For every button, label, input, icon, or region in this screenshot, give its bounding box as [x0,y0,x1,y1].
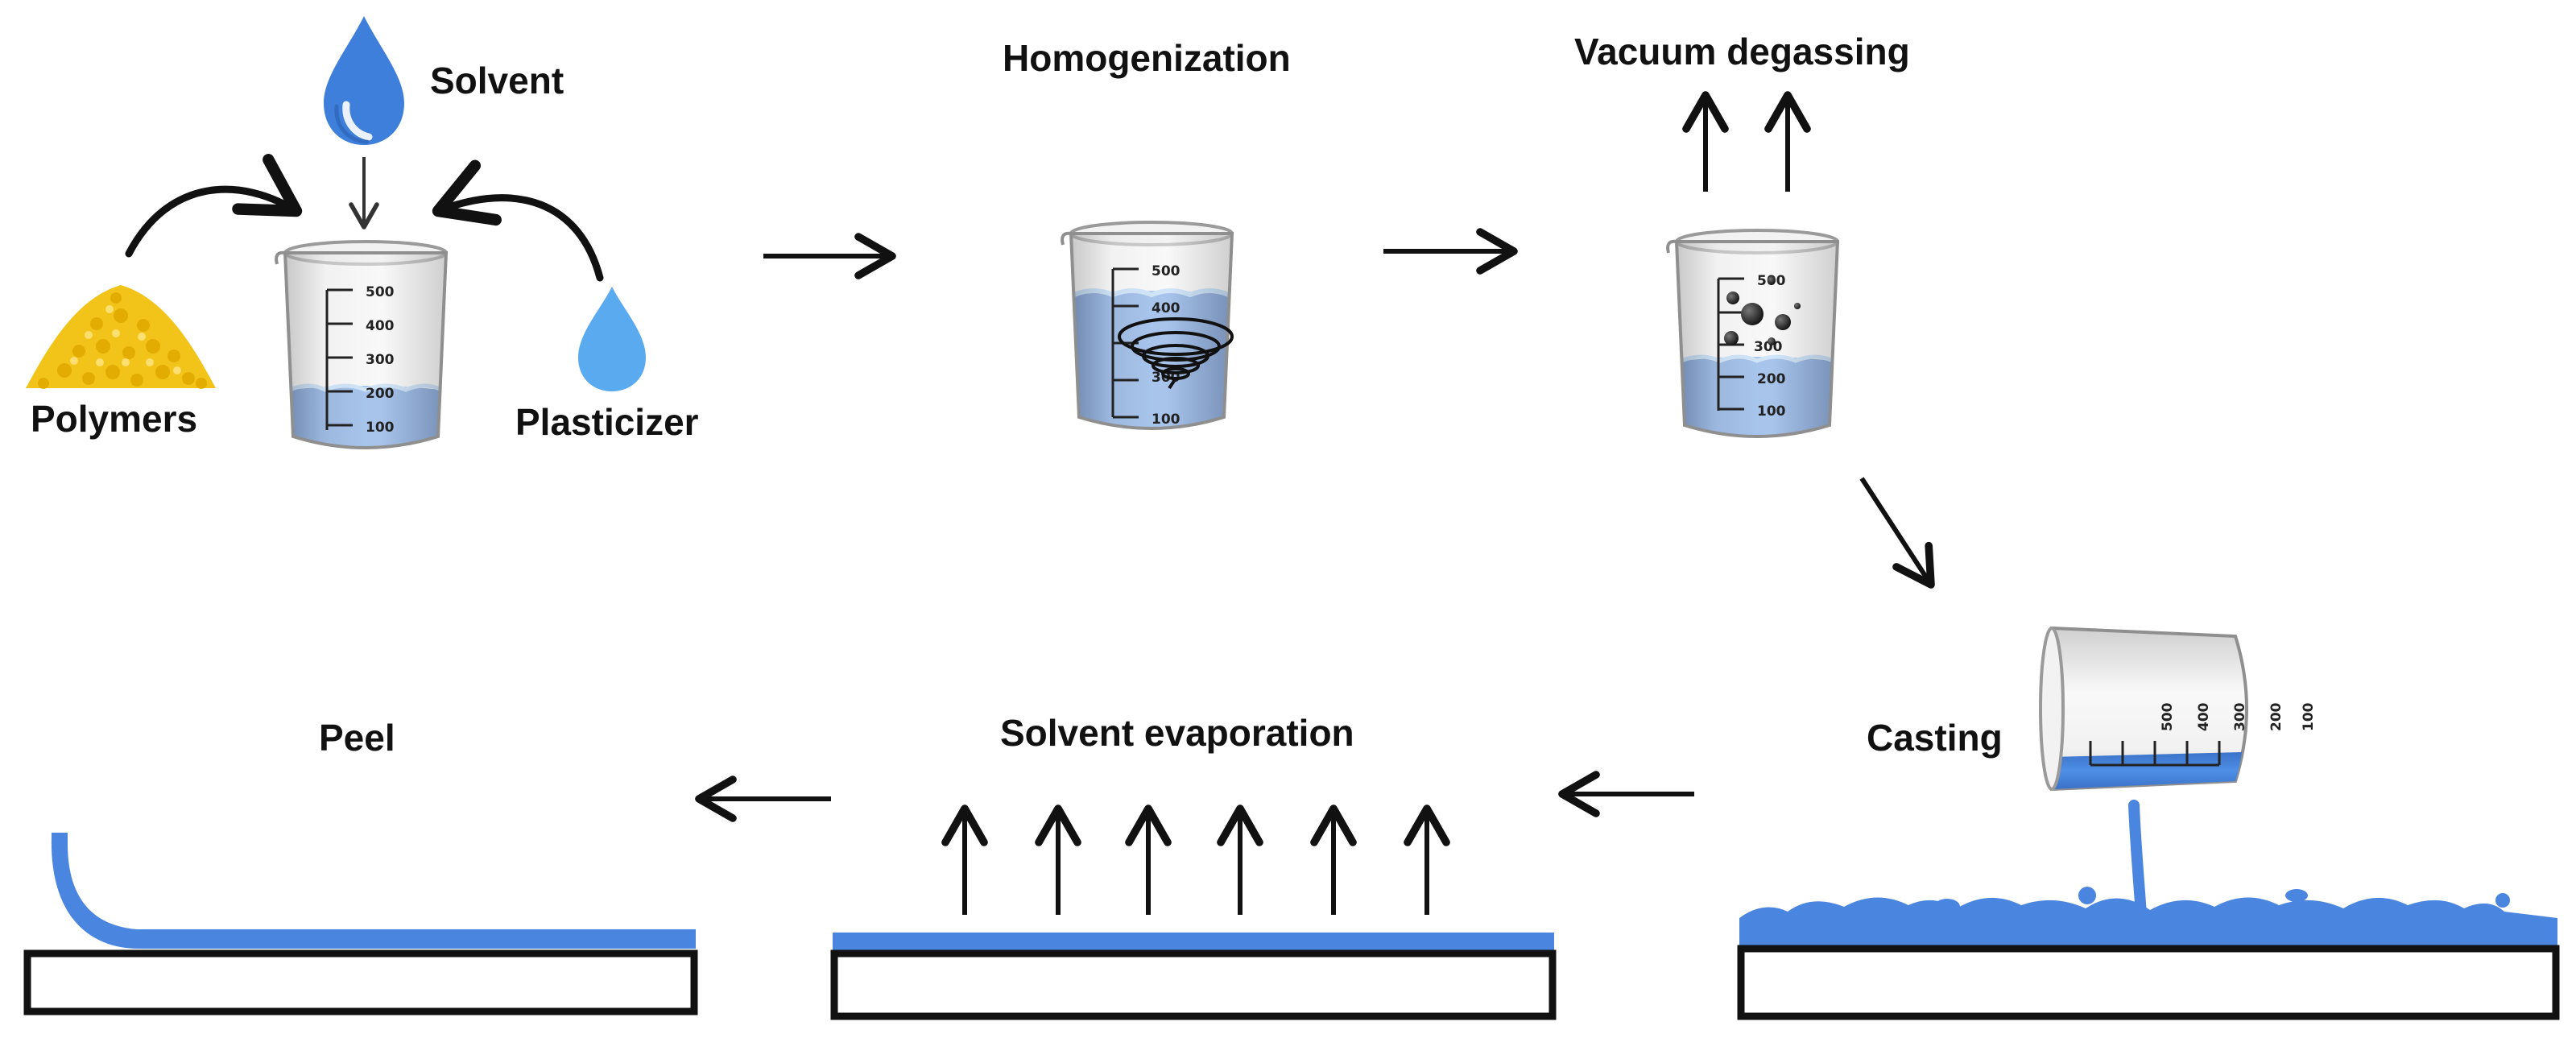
step-vacuum-degassing: Vacuum degassing 500 300 200 100 [1574,31,1910,438]
bubble-icon [1724,276,1801,345]
arrow-plasticizer-curve [432,159,604,282]
droplets [1934,887,2510,915]
arrow-polymers-curve [125,154,303,258]
tick-100: 100 [366,420,395,436]
tick-200: 200 [366,386,395,402]
solvent-label: Solvent [430,60,564,101]
cast-liquid-layer [1739,897,2557,947]
tick-400: 400 [366,318,395,334]
casting-ticks: 500 400 300 200 100 [2160,702,2317,731]
beaker-icon: 500 400 300 200 100 [275,240,448,449]
step-mixing: Solvent Polymers [26,16,699,449]
solvent-evaporation-label: Solvent evaporation [1000,712,1354,754]
tick-400: 400 [2196,702,2212,731]
tick-100: 100 [1152,412,1180,428]
tick-300: 300 [1754,339,1783,355]
tick-500: 500 [366,284,395,300]
tick-100: 100 [1757,403,1786,420]
water-drop-icon [578,287,646,391]
step-homogenization: Homogenization 500 400 300 100 [1003,37,1291,430]
tick-300: 300 [2232,702,2248,731]
polymer-pile-icon [26,285,216,389]
beaker-icon: 500 300 200 100 [1666,229,1839,438]
film-icon [833,933,1554,950]
arrow-to-casting [1859,477,1935,589]
film-icon [51,833,696,949]
peel-label: Peel [319,717,395,759]
casting-substrate [1737,945,2560,1020]
vortex-icon [1118,317,1234,390]
peel-substrate [23,949,698,1015]
tick-500: 500 [2160,702,2176,731]
step-casting: Casting 500 400 300 200 100 [1737,626,2560,1020]
plasticizer-label: Plasticizer [515,401,699,443]
polymers-label: Polymers [31,398,197,440]
tick-300: 300 [366,352,395,368]
evaporation-arrows [941,804,1450,915]
tick-200: 200 [2268,702,2284,731]
evaporation-substrate [830,949,1557,1020]
tick-500: 500 [1152,263,1180,279]
vacuum-degassing-label: Vacuum degassing [1574,31,1910,72]
step-peel: Peel [23,717,698,1015]
tick-400: 400 [1152,300,1180,316]
homogenization-label: Homogenization [1003,37,1291,79]
water-drop-icon [324,16,404,145]
tick-200: 200 [1757,371,1786,387]
casting-label: Casting [1867,717,2003,759]
tick-100: 100 [2301,702,2317,731]
step-solvent-evaporation: Solvent evaporation [830,712,1557,1020]
beaker-icon [2039,626,2248,792]
beaker-icon: 500 400 300 100 [1061,221,1234,430]
